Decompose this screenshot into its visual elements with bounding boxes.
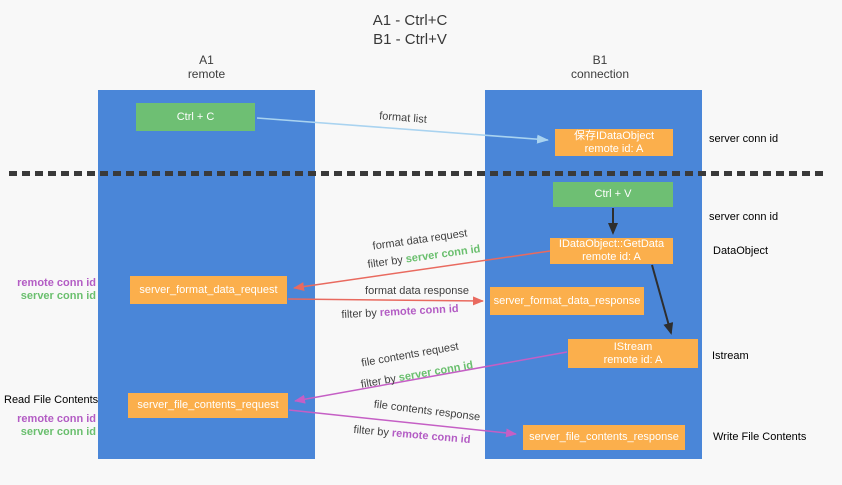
- write-file-contents-label: Write File Contents: [713, 431, 807, 443]
- format-list-label: format list: [378, 110, 428, 126]
- remote-conn-id-keyword: remote conn id: [379, 302, 459, 320]
- column-header-a1: A1 remote: [98, 53, 315, 81]
- filter-by-text: filter by: [366, 254, 404, 271]
- node-istream-title: IStream: [613, 340, 653, 353]
- node-server-format-data-response: server_format_data_response: [490, 287, 644, 315]
- column-a1-role: remote: [187, 67, 226, 81]
- node-ctrl-v-label: Ctrl + V: [594, 188, 632, 200]
- server-conn-id-keyword: server conn id: [397, 359, 475, 385]
- column-b1-role: connection: [570, 67, 630, 81]
- column-a1-name: A1: [199, 53, 214, 67]
- filter-by-text: filter by: [359, 372, 397, 391]
- format-data-response-arrow: [287, 296, 484, 306]
- server-conn-id-label: server conn id: [20, 426, 96, 438]
- node-server-file-contents-request-label: server_file_contents_request: [137, 399, 279, 411]
- title-line-2: B1 - Ctrl+V: [373, 31, 447, 48]
- column-b1-name: B1: [592, 53, 608, 67]
- node-save-idataobject-subtitle: remote id: A: [584, 142, 644, 155]
- node-server-file-contents-response: server_file_contents_response: [523, 425, 685, 450]
- remote-conn-id-label: remote conn id: [17, 413, 96, 425]
- node-save-idataobject-title: 保存IDataObject: [573, 129, 655, 142]
- right-server-conn-id-top-label: server conn id: [709, 133, 779, 145]
- node-idataobject-getdata-subtitle: remote id: A: [582, 251, 641, 263]
- remote-conn-id-label: remote conn id: [17, 277, 96, 289]
- node-ctrl-v: Ctrl + V: [553, 182, 673, 207]
- session-divider-dotted-line: [9, 171, 825, 176]
- column-header-b1: B1 connection: [485, 53, 715, 81]
- remote-conn-id-keyword: remote conn id: [391, 427, 471, 447]
- format-data-response-label: format data response: [365, 285, 469, 297]
- node-istream-subtitle: remote id: A: [603, 353, 663, 366]
- node-ctrl-c: Ctrl + C: [136, 103, 255, 131]
- node-idataobject-getdata-title: IDataObject::GetData: [558, 238, 665, 250]
- istream-label: Istream: [712, 350, 749, 362]
- server-conn-id-label: server conn id: [20, 290, 96, 302]
- node-server-format-data-response-label: server_format_data_response: [493, 294, 641, 307]
- left-conn-id-annotation-format: remote conn id server conn id: [8, 277, 96, 303]
- node-save-idataobject: 保存IDataObject remote id: A: [555, 129, 673, 156]
- dataobject-label: DataObject: [713, 245, 769, 257]
- file-contents-response-label: file contents response: [373, 398, 481, 424]
- title-line-1: A1 - Ctrl+C: [372, 12, 448, 29]
- right-server-conn-id-mid-label: server conn id: [709, 211, 779, 223]
- node-server-format-data-request: server_format_data_request: [130, 276, 287, 304]
- filter-by-text: filter by: [353, 423, 390, 439]
- node-server-file-contents-request: server_file_contents_request: [128, 393, 288, 418]
- filter-by-text: filter by: [341, 307, 378, 322]
- left-conn-id-annotation-file: remote conn id server conn id: [8, 413, 96, 439]
- read-file-contents-label: Read File Contents: [4, 394, 99, 406]
- node-server-format-data-request-label: server_format_data_request: [139, 283, 278, 296]
- node-idataobject-getdata: IDataObject::GetData remote id: A: [550, 238, 673, 264]
- node-ctrl-c-label: Ctrl + C: [176, 110, 215, 123]
- node-server-file-contents-response-label: server_file_contents_response: [529, 431, 679, 443]
- node-istream: IStream remote id: A: [568, 339, 698, 368]
- diagram-title: A1 - Ctrl+C B1 - Ctrl+V: [0, 11, 820, 49]
